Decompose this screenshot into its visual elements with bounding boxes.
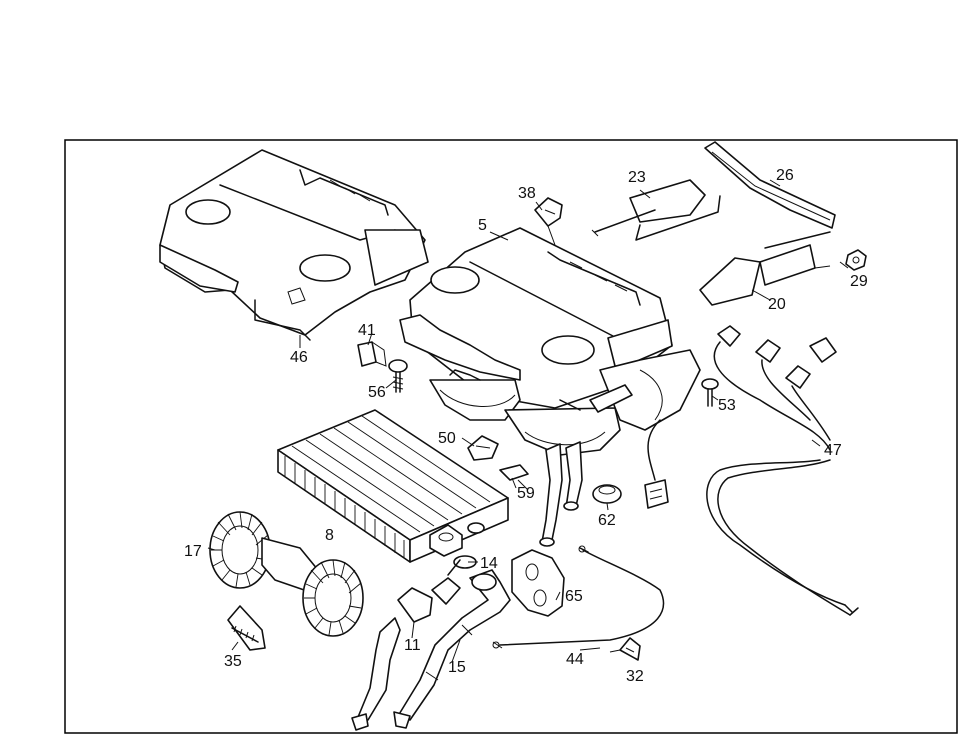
part-53-screw bbox=[701, 378, 719, 407]
callout-17: 17 bbox=[184, 543, 202, 560]
part-26-seal-strip bbox=[704, 141, 836, 229]
diagram-frame bbox=[64, 139, 958, 734]
callout-29: 29 bbox=[850, 273, 868, 290]
part-29-nut bbox=[845, 249, 867, 271]
part-41-clip bbox=[357, 341, 387, 367]
callout-46: 46 bbox=[290, 349, 308, 366]
part-56-screw bbox=[388, 359, 408, 393]
part-23-flap-lever bbox=[591, 179, 721, 241]
part-11-heater-valve bbox=[351, 559, 461, 731]
part-46-upper-air-duct bbox=[159, 149, 429, 341]
callout-53: 53 bbox=[718, 397, 736, 414]
connector-plug bbox=[644, 419, 669, 509]
callout-50: 50 bbox=[438, 430, 456, 447]
callout-8: 8 bbox=[325, 527, 334, 544]
callout-56: 56 bbox=[368, 384, 386, 401]
part-59-fastener bbox=[499, 464, 529, 489]
callout-59: 59 bbox=[517, 485, 535, 502]
coolant-pipes bbox=[539, 384, 633, 547]
callout-11: 11 bbox=[404, 637, 421, 654]
callout-32: 32 bbox=[626, 668, 644, 685]
part-20-flap bbox=[699, 231, 831, 306]
part-35-resistor bbox=[227, 605, 266, 651]
part-32-clamp bbox=[619, 637, 641, 661]
callout-14: 14 bbox=[480, 555, 498, 572]
callout-41: 41 bbox=[358, 322, 376, 339]
part-14-gasket bbox=[453, 522, 485, 569]
part-44-control-cable bbox=[492, 545, 665, 649]
part-47-wiring-harness bbox=[706, 325, 859, 616]
callout-26: 26 bbox=[776, 167, 794, 184]
part-38-clip bbox=[534, 197, 563, 246]
callout-62: 62 bbox=[598, 512, 616, 529]
part-62-grommet bbox=[592, 484, 622, 504]
part-17-blower-motor bbox=[209, 511, 364, 637]
callout-5: 5 bbox=[478, 217, 487, 234]
callout-labels: 5 8 11 14 15 17 20 23 26 29 32 35 38 41 … bbox=[184, 167, 868, 685]
callout-15: 15 bbox=[448, 659, 466, 676]
callout-20: 20 bbox=[768, 296, 786, 313]
leader-lines bbox=[207, 179, 849, 663]
callout-65: 65 bbox=[565, 588, 583, 605]
callout-35: 35 bbox=[224, 653, 242, 670]
callout-44: 44 bbox=[566, 651, 584, 668]
part-50-clip bbox=[467, 435, 499, 461]
part-8-heater-core bbox=[277, 409, 509, 563]
part-15-hose bbox=[393, 569, 511, 729]
callout-38: 38 bbox=[518, 185, 536, 202]
callout-23: 23 bbox=[628, 169, 646, 186]
part-5-heater-housing bbox=[399, 227, 701, 456]
part-65-insulation-pad bbox=[511, 549, 565, 617]
callout-47: 47 bbox=[824, 442, 842, 459]
